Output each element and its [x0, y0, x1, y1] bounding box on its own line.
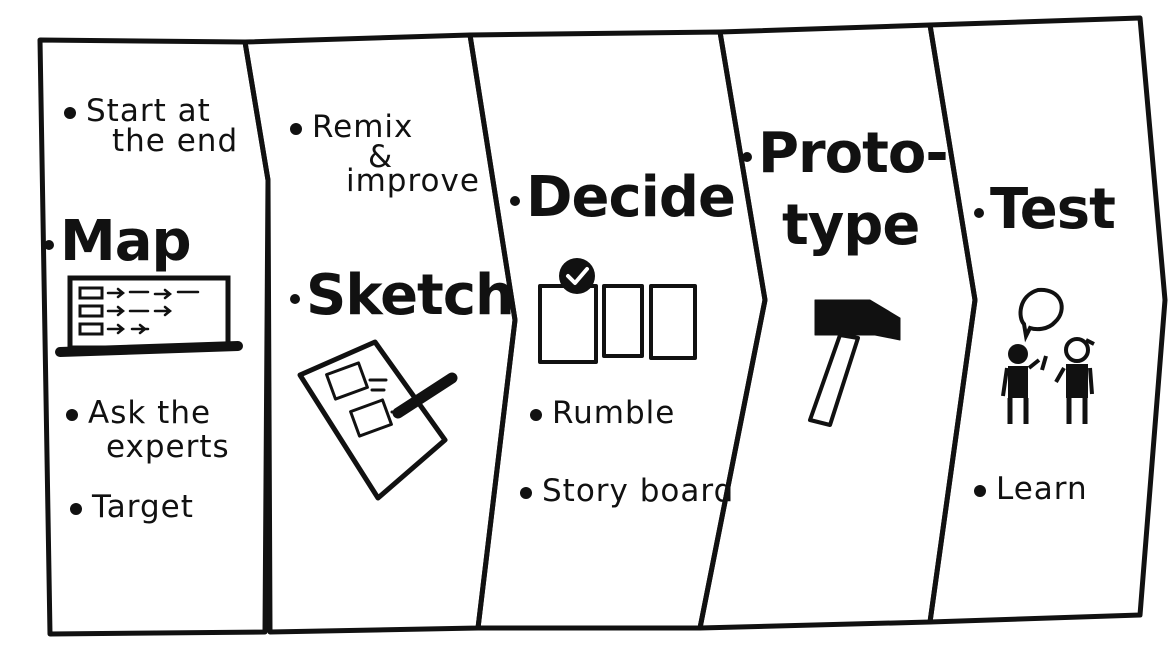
note-ask-the-experts: Ask the: [66, 398, 211, 429]
decide-cards-icon: [538, 258, 697, 364]
stage-title-map: Map: [44, 214, 192, 270]
bullet-icon: [70, 502, 82, 515]
note-improve: improve: [346, 163, 480, 199]
bullet-icon: [44, 239, 54, 250]
note-line: Rumble: [552, 395, 676, 431]
stage-title-text: Test: [990, 177, 1116, 242]
note-line: Target: [92, 489, 194, 525]
stage-title-prototype-2: type: [782, 193, 920, 258]
note-target: Target: [70, 492, 194, 523]
bullet-icon: [290, 122, 302, 135]
stage-title-text: Map: [60, 209, 192, 274]
note-line: Story board: [542, 473, 735, 509]
panel-decide-outline: [467, 29, 768, 631]
note-line: Remix: [312, 109, 414, 145]
note-remix: Remix: [290, 112, 413, 143]
stage-title-sketch: Sketch: [290, 268, 515, 324]
bullet-icon: [974, 207, 984, 218]
bullet-icon: [742, 151, 752, 162]
bullet-icon: [290, 293, 300, 304]
stage-title-decide: Decide: [510, 170, 736, 226]
stage-title-text: Sketch: [306, 263, 515, 328]
map-board-icon: [55, 275, 243, 357]
note-line: Start at: [86, 93, 211, 129]
bullet-icon: [530, 408, 542, 421]
note-ampersand: &: [368, 139, 394, 175]
note-start-at-the-end: Start at: [64, 96, 211, 127]
note-rumble: Rumble: [530, 398, 675, 429]
note-line: Learn: [996, 471, 1088, 507]
note-learn: Learn: [974, 474, 1088, 505]
panel-test-outline: [927, 15, 1168, 625]
note-line: Ask the: [88, 395, 212, 431]
bullet-icon: [974, 484, 986, 497]
hammer-icon: [808, 299, 901, 427]
bullet-icon: [510, 195, 520, 206]
stage-title-prototype-1: Proto-: [742, 126, 949, 182]
stage-title-text: Decide: [526, 165, 736, 230]
note-storyboard: Story board: [520, 476, 734, 507]
user-test-icon: [1001, 287, 1095, 424]
note-line-2: the end: [112, 123, 239, 159]
bullet-icon: [520, 486, 532, 499]
bullet-icon: [66, 408, 78, 421]
bullet-icon: [64, 106, 76, 119]
stage-title-test: Test: [974, 182, 1116, 238]
note-line-2: experts: [106, 429, 230, 465]
sketch-paper-icon: [297, 339, 458, 501]
stage-title-text: Proto-: [758, 121, 949, 186]
